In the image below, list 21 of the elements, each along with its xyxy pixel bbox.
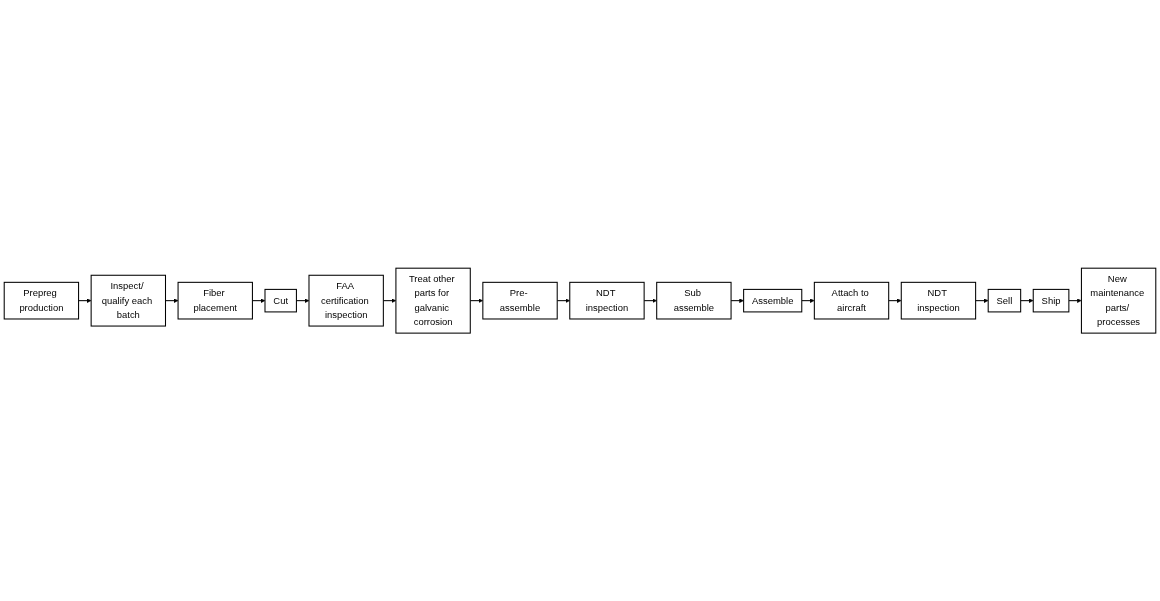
arrow (888, 298, 902, 303)
node-box: NDT inspection (900, 281, 977, 320)
arrow (1068, 298, 1082, 303)
node-box: Fiber placement (177, 281, 253, 320)
node-box: Inspect/ qualify each batch (90, 274, 167, 327)
node-box: FAA certification inspection (308, 274, 384, 327)
node-box: Attach to aircraft (813, 281, 890, 320)
arrow (1020, 298, 1034, 303)
node-box: NDT inspection (569, 281, 645, 320)
node-box: Assemble (743, 288, 803, 313)
node-box: New maintenance parts/ processes (1080, 267, 1157, 334)
node-box: Pre- assemble (482, 281, 558, 320)
node-box: Sub assemble (656, 281, 732, 320)
node-box: Ship (1032, 288, 1070, 313)
arrow (78, 298, 92, 303)
arrow (975, 298, 989, 303)
node-box: Prepreg production (3, 281, 80, 320)
arrow (801, 298, 815, 303)
node-box: Treat other parts for galvanic corrosion (395, 267, 471, 334)
node-box: Cut (264, 288, 297, 313)
node-box: Sell (987, 288, 1022, 313)
